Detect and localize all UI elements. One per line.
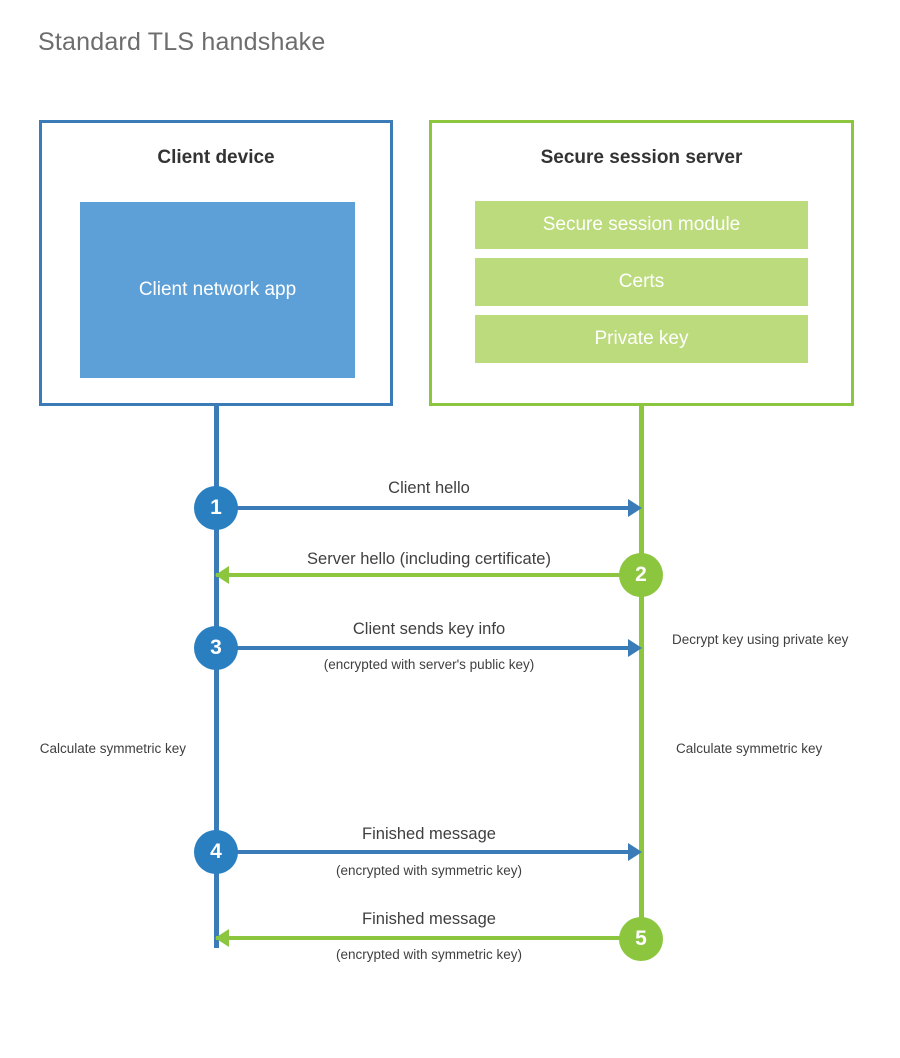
step-4-number-badge: 4 — [194, 830, 238, 874]
server-component-private-key: Private key — [475, 315, 808, 363]
step-3-arrow-head-icon — [628, 639, 642, 657]
step-1-number-badge: 1 — [194, 486, 238, 530]
server-component-secure-session-module: Secure session module — [475, 201, 808, 249]
secure-session-server-box: Secure session server Secure session mod… — [429, 120, 854, 406]
page-title: Standard TLS handshake — [38, 28, 326, 56]
step-4-label: Finished message — [362, 825, 496, 843]
annotation-server-decrypt-key: Decrypt key using private key — [672, 632, 849, 647]
step-3-number-badge: 3 — [194, 626, 238, 670]
step-4-arrow-head-icon — [628, 843, 642, 861]
server-component-stack: Secure session module Certs Private key — [475, 201, 808, 363]
annotation-server-calculate-symmetric-key: Calculate symmetric key — [676, 741, 823, 756]
secure-session-server-title: Secure session server — [540, 147, 743, 168]
step-5-arrow-head-icon — [215, 929, 229, 947]
step-2-arrow-line — [216, 573, 641, 577]
step-3-arrow-line — [216, 646, 628, 650]
client-device-box: Client device Client network app — [39, 120, 393, 406]
client-lifeline — [214, 405, 219, 948]
step-4-sublabel: (encrypted with symmetric key) — [335, 863, 523, 878]
step-5-sublabel: (encrypted with symmetric key) — [335, 947, 523, 962]
step-3-sublabel: (encrypted with server's public key) — [323, 657, 535, 672]
step-4-arrow-line — [216, 850, 628, 854]
step-3-label: Client sends key info — [352, 620, 506, 638]
step-5-number-badge: 5 — [619, 917, 663, 961]
step-1-arrow-line — [216, 506, 628, 510]
step-1-arrow-head-icon — [628, 499, 642, 517]
step-2-arrow-head-icon — [215, 566, 229, 584]
step-2-number-badge: 2 — [619, 553, 663, 597]
client-device-title: Client device — [157, 147, 275, 168]
annotation-client-calculate-symmetric-key: Calculate symmetric key — [39, 741, 186, 756]
step-1-label: Client hello — [388, 479, 470, 497]
server-lifeline — [639, 405, 644, 940]
client-network-app-block: Client network app — [80, 202, 355, 378]
step-5-label: Finished message — [362, 910, 496, 928]
step-2-label: Server hello (including certificate) — [307, 550, 551, 568]
server-component-certs: Certs — [475, 258, 808, 306]
step-5-arrow-line — [216, 936, 641, 940]
